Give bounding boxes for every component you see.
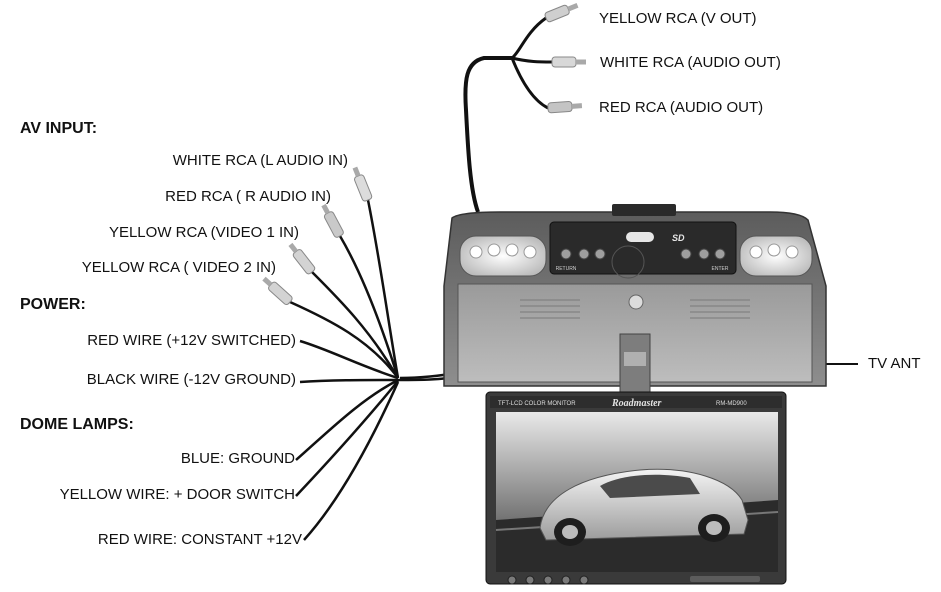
white-rca-out-plug (551, 56, 586, 68)
sd-badge: SD (672, 233, 685, 243)
yellow-rca-video1-in-plug (288, 242, 316, 275)
red-rca-r-audio-in-plug (321, 203, 344, 238)
dome-item-red-constant: RED WIRE: CONSTANT +12V (97, 531, 302, 548)
white-rca-audio-out-label: WHITE RCA (AUDIO OUT) (600, 54, 781, 71)
av-input-item-yellow-video1: YELLOW RCA (VIDEO 1 IN) (108, 224, 299, 241)
dome-item-yellow-door-switch: YELLOW WIRE: + DOOR SWITCH (59, 486, 295, 503)
screen-title-text: TFT-LCD COLOR MONITOR (498, 401, 576, 407)
tv-ant-label: TV ANT (868, 355, 921, 372)
brand-logo: Roadmaster (611, 398, 662, 409)
yellow-rca-v-out-label: YELLOW RCA (V OUT) (599, 10, 757, 27)
power-heading: POWER: (20, 296, 86, 313)
dome-lamp-left (459, 235, 547, 277)
av-input-item-yellow-video2: YELLOW RCA ( VIDEO 2 IN) (81, 259, 276, 276)
center-logo (628, 294, 644, 310)
power-item-red-switched: RED WIRE (+12V SWITCHED) (87, 332, 296, 349)
yellow-rca-out-plug (544, 2, 579, 23)
output-wire-yellow (510, 16, 547, 60)
output-wire-white (511, 56, 553, 64)
yellow-rca-video2-in-plug (262, 276, 293, 305)
car-image (539, 468, 749, 546)
dome-lamps-heading: DOME LAMPS: (20, 416, 134, 433)
av-input-item-red-r-audio: RED RCA ( R AUDIO IN) (165, 188, 331, 205)
white-rca-l-audio-in-plug (352, 166, 373, 202)
av-input-heading: AV INPUT: (20, 120, 98, 137)
output-wire-red (510, 57, 549, 110)
input-harness (289, 199, 463, 541)
output-cable (463, 56, 512, 213)
control-panel (549, 221, 737, 275)
av-input-item-white-l-audio: WHITE RCA (L AUDIO IN) (172, 152, 348, 169)
return-control-label: RETURN (556, 266, 577, 272)
red-rca-out-plug (547, 101, 583, 114)
red-rca-audio-out-label: RED RCA (AUDIO OUT) (599, 99, 764, 116)
enter-control-label: ENTER (712, 266, 729, 272)
dome-item-blue-ground: BLUE: GROUND (180, 450, 295, 467)
power-item-black-ground: BLACK WIRE (-12V GROUND) (86, 371, 296, 388)
model-number: RM-MD900 (716, 401, 747, 407)
overhead-monitor-device: SD RETURN ENTER TFT-LCD COLOR MONITOR Ro… (443, 204, 827, 585)
